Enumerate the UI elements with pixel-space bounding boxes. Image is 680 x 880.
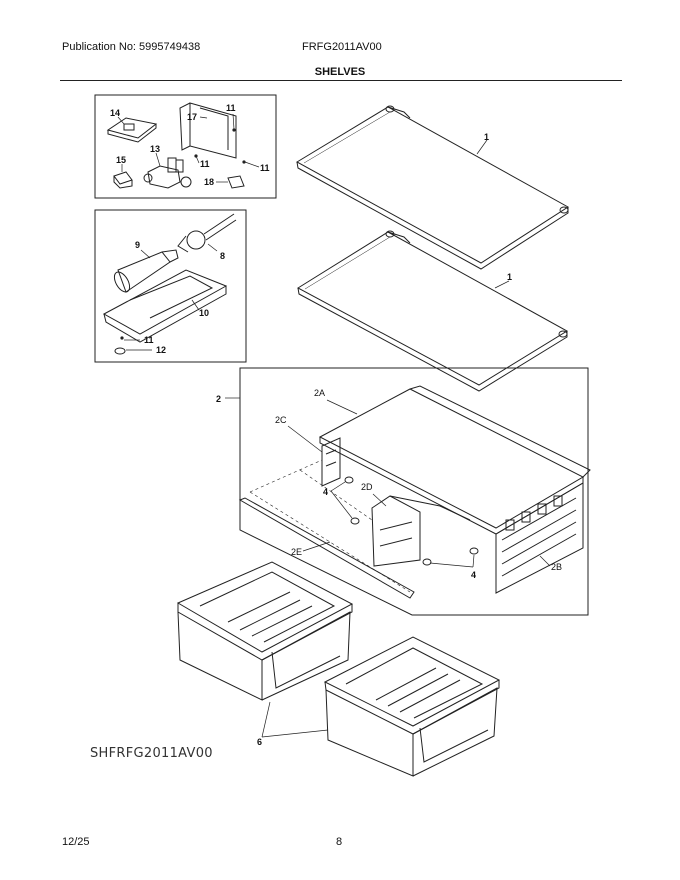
crisper-drawer-right xyxy=(323,636,501,777)
valve-cover-part-14 xyxy=(106,117,158,143)
callout-6: 6 xyxy=(257,737,262,747)
callout-18: 18 xyxy=(204,177,214,187)
callout-1: 1 xyxy=(484,132,489,142)
callout-12: 12 xyxy=(156,345,166,355)
glass-shelf-lower xyxy=(297,230,568,392)
valve-bracket xyxy=(179,102,237,159)
callout-2B: 2B xyxy=(551,562,562,572)
callout-13: 13 xyxy=(150,144,160,154)
cover-frame-2B xyxy=(495,482,584,594)
publication-number: Publication No: 5995749438 xyxy=(62,41,201,53)
callout-8: 8 xyxy=(220,251,225,261)
callout-15: 15 xyxy=(116,155,126,165)
callout-11: 11 xyxy=(200,159,210,169)
callout-17: 17 xyxy=(187,112,197,122)
callout-2E: 2E xyxy=(291,547,302,557)
filter-parts-box xyxy=(94,209,247,363)
section-title: SHELVES xyxy=(314,66,366,78)
callout-14: 14 xyxy=(110,108,120,118)
callout-2D: 2D xyxy=(361,482,373,492)
water-valve-part-13 xyxy=(143,157,192,189)
left-support-2C xyxy=(321,437,341,487)
valve-parts-box xyxy=(94,94,277,199)
filter-cartridge-part-9 xyxy=(113,249,179,293)
gasket-part-12 xyxy=(114,347,126,355)
page-number: 8 xyxy=(336,836,343,848)
footer-date: 12/25 xyxy=(62,836,90,848)
filter-head-part-8 xyxy=(177,213,237,253)
callout-11: 11 xyxy=(144,335,154,345)
callout-2: 2 xyxy=(216,394,221,404)
callout-9: 9 xyxy=(135,240,140,250)
fasteners-4 xyxy=(344,476,479,566)
glass-shelf-upper xyxy=(295,105,569,270)
crisper-cover-assembly-box xyxy=(239,367,589,616)
header-rule xyxy=(60,80,622,81)
trim-strip-2E xyxy=(238,497,415,599)
crisper-drawer-left xyxy=(176,561,354,701)
model-number: FRFG2011AV00 xyxy=(302,41,382,53)
filter-housing-part-10 xyxy=(102,269,228,343)
callout-11: 11 xyxy=(260,163,270,173)
callout-4: 4 xyxy=(471,570,476,580)
callout-2A: 2A xyxy=(314,388,325,398)
right-support-2D xyxy=(371,495,471,567)
cap-part-15 xyxy=(113,171,133,189)
callout-4: 4 xyxy=(323,487,328,497)
callout-1: 1 xyxy=(507,272,512,282)
callout-2C: 2C xyxy=(275,415,287,425)
callout-10: 10 xyxy=(199,308,209,318)
clip-part-18 xyxy=(227,175,245,189)
diagram-code: SHFRFG2011AV00 xyxy=(90,746,213,761)
callout-11: 11 xyxy=(226,103,236,113)
